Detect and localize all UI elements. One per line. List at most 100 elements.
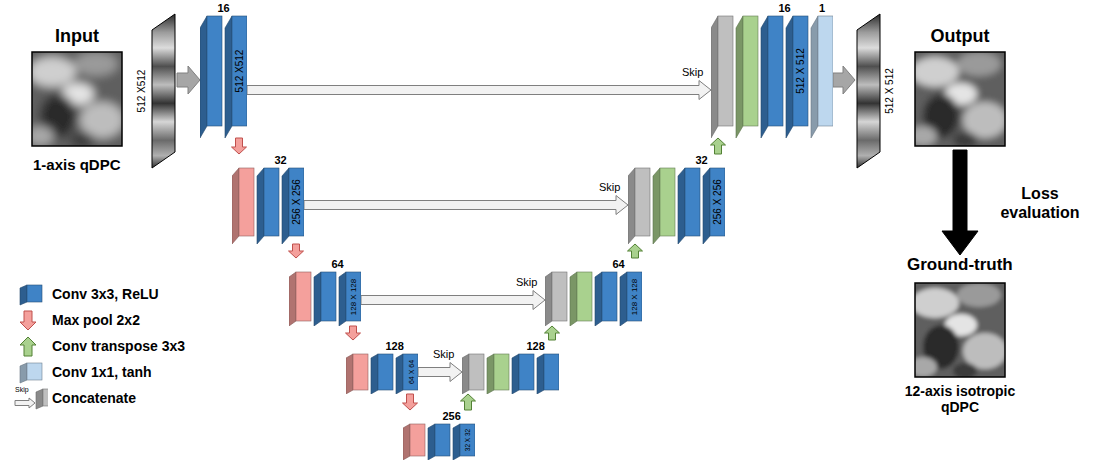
slab-front (435, 424, 450, 456)
slab-front (718, 16, 733, 126)
slab-front (768, 16, 783, 126)
pool-arrow-sample (20, 311, 36, 330)
slab-side (786, 16, 793, 138)
slab-side (761, 16, 768, 138)
input-image (22, 42, 132, 156)
slab-front (552, 272, 567, 321)
skip-label: Skip (682, 66, 703, 79)
slab-front (27, 285, 42, 302)
block-slabs (711, 2, 833, 138)
layer-block: 64128 X 128 (289, 258, 361, 326)
image-panel: Ground-truth 12-axis isotropic qDPC (890, 255, 1030, 430)
slab-side (453, 424, 460, 460)
slab-side (20, 363, 27, 383)
image-slice: 512 X512 (135, 10, 177, 172)
slab-side (36, 389, 43, 409)
slab-side (403, 424, 410, 460)
slab-side (200, 16, 207, 138)
panel-heading: Ground-truth (907, 255, 1013, 275)
pool-arrow (232, 138, 247, 154)
layer-block: 161512 X 512 (711, 2, 833, 138)
loss-arrow (942, 150, 978, 255)
dimension-label: 256 X 256 (292, 179, 302, 225)
slab-side (396, 354, 403, 394)
slab-front (519, 354, 534, 390)
input-slice (152, 14, 175, 168)
layer-block: 25632 X 32 (403, 410, 475, 460)
skip-label: Skip (516, 276, 537, 289)
panel-caption: 12-axis isotropic qDPC (899, 383, 1021, 415)
slab-front (378, 354, 393, 390)
slab-front (321, 272, 336, 321)
slab-side (703, 168, 710, 244)
skip-arrow (418, 363, 462, 382)
skip-arrow (361, 291, 545, 310)
dimension-label: 128 X 128 (631, 278, 639, 314)
slab-front (627, 272, 642, 321)
dimension-label: 128 X 128 (350, 278, 358, 314)
slab-front (710, 168, 725, 236)
up-arrow (711, 138, 726, 154)
slab-side (462, 354, 469, 394)
slab-side (595, 272, 602, 326)
slab-side (314, 272, 321, 326)
dimension-label: 512 X 512 (796, 48, 806, 94)
layer-block: 32 256 X 256 (232, 154, 304, 244)
dimension-label: 512 X 512 (885, 68, 895, 114)
slab-front (410, 424, 425, 456)
layer-block: 32256 X 256 (628, 154, 725, 244)
slab-front (43, 389, 48, 406)
slab-front (264, 168, 279, 236)
pool-arrow (403, 394, 418, 410)
slab-side (537, 354, 544, 394)
pool-arrow (346, 326, 361, 340)
block-slabs (545, 258, 642, 326)
dimension-label: 512 X512 (137, 70, 147, 113)
slab-side (545, 272, 552, 326)
skip-arrow (304, 196, 628, 215)
skip-label: Skip (599, 181, 620, 194)
legend-swatch (14, 284, 48, 306)
slab-front (544, 354, 559, 390)
slab-front (296, 272, 311, 321)
slab-front (353, 354, 368, 390)
legend-swatch (14, 310, 48, 332)
slab-front (239, 168, 254, 236)
gray-arrow (177, 66, 200, 94)
legend-text: Conv transpose 3x3 (52, 338, 185, 354)
skip-arrow-sample (15, 398, 35, 408)
slab-side (487, 354, 494, 394)
image-panel: Input1-axis qDPC (22, 26, 132, 176)
layer-block: 64128 X 128 (545, 258, 642, 326)
edge-label: Loss evaluation (990, 184, 1090, 222)
legend-skip-label: Skip (15, 386, 29, 394)
legend-text: Conv 3x3, ReLU (52, 286, 159, 302)
slab-front (743, 16, 758, 126)
pool-arrow (289, 244, 304, 258)
output-image (905, 42, 1015, 156)
slab-front (577, 272, 592, 321)
channel-count: 256 (443, 410, 461, 423)
legend-text: Conv 1x1, tanh (52, 364, 152, 380)
channel-count: 128 (527, 340, 545, 353)
channel-count: 32 (275, 154, 287, 167)
slab-side (512, 354, 519, 394)
slab-side (232, 168, 239, 244)
layer-block: 128 (462, 340, 559, 394)
slab-front (635, 168, 650, 236)
slab-side (678, 168, 685, 244)
up-arrow (545, 326, 560, 340)
layer-block: 16512 X512 (200, 2, 247, 138)
slab-side (811, 16, 818, 138)
slab-front (207, 16, 222, 126)
panel-heading: Input (55, 26, 99, 47)
slab-side (371, 354, 378, 394)
slab-side (20, 285, 27, 305)
slab-front (793, 16, 808, 126)
channel-count: 16 (218, 2, 230, 15)
image-slice: 512 X 512 (855, 10, 897, 172)
dimension-label: 256 X 256 (713, 179, 723, 225)
slab-front (602, 272, 617, 321)
slab-front (27, 363, 42, 380)
channel-count: 1 (819, 2, 825, 15)
